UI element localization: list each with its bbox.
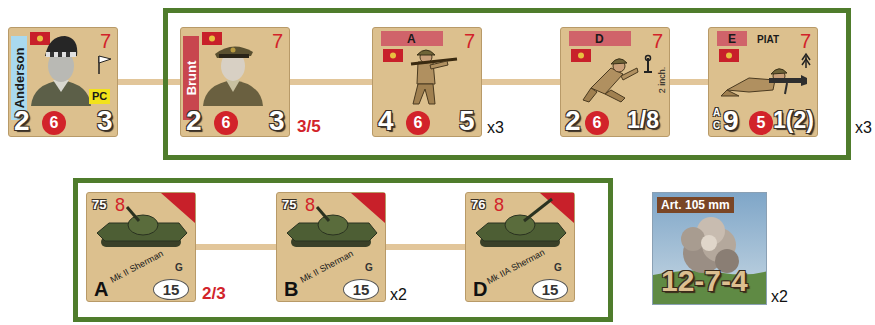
defense-value: 5 [459,107,475,135]
firepower-value: 2 [186,107,202,135]
range-value: 6 [42,111,66,135]
morale-value: 7 [100,31,111,51]
tank-model: Mk II Sherman [109,249,165,284]
multiplier-label: x2 [771,289,788,305]
defense-value: 3 [269,107,285,135]
link-line [670,79,708,85]
unit-letter: A [94,279,108,299]
artillery-card: Art. 105 mm 12-7-4 [652,192,767,305]
unit-group: 758Mk II Sherman15GA 758Mk II Sherman15G… [73,178,613,322]
armor-value: 15 [343,279,379,300]
leader-counter: Brunt 7 26 3 [180,27,290,137]
tank-counter: 75 8 Mk II Sherman15 G B [276,192,386,302]
range-value: 6 [585,111,609,135]
firepower-value: 4 [378,107,394,135]
firepower-value: 2 [565,107,581,135]
defense-value: 1/8 [627,109,659,132]
morale-value: 8 [494,196,504,214]
armor-value: 15 [532,279,568,300]
tank-model: Mk IIA Sherman [486,248,547,286]
tank-counter: 76 8 Mk IIA Sherman15 G D [465,192,575,302]
link-line [118,79,180,85]
morale-value: 7 [652,31,663,51]
link-line [196,244,276,250]
multiplier-label: x3 [487,120,504,136]
attack-values: 12-7-4 [661,266,748,296]
gun-calibre: 75 [92,198,106,211]
infantry-counter: D 7 26 1/8 2 inch. [560,27,670,137]
unit-letter: D [595,33,604,45]
morale-value: 7 [464,31,475,51]
firepower-value: 2 [14,107,30,135]
infantry-counter: E PIAT 7AC951(2) [708,27,818,137]
link-line [386,244,465,250]
gun-calibre: 75 [282,198,296,211]
tank-counter: 75 8 Mk II Sherman15 G A [86,192,196,302]
weapon-name: PIAT [757,35,779,45]
target-type: C [713,121,720,131]
tank-model: Mk II Sherman [299,249,355,284]
command-badge: PC [89,89,110,104]
multiplier-label: x2 [390,287,407,303]
gun-type: G [554,263,562,273]
morale-value: 8 [115,196,125,214]
link-line [290,79,372,85]
link-line [482,79,560,85]
unit-letter: B [284,279,298,299]
armor-value: 15 [153,279,189,300]
morale-value: 7 [272,31,283,51]
infantry-counter: A 7 46 5 [372,27,482,137]
leader-name: Brunt [185,61,198,96]
range-value: 5 [749,111,773,135]
weapon-name: 2 inch. [658,67,667,94]
defense-value: 1(2) [773,109,814,132]
leader-name: Anderson [13,48,26,109]
count-label: 2/3 [202,285,226,302]
leader-counter: Anderson 7 26 3 PC [8,27,118,137]
unit-letter: A [407,33,416,45]
morale-value: 7 [800,31,811,51]
unit-letter: D [473,279,487,299]
count-label: 3/5 [297,118,321,135]
target-type: A [713,108,720,118]
morale-value: 8 [305,196,315,214]
unit-group: Brunt7263 A7465 D7261/82 inch. [163,8,851,160]
firepower-value: 9 [723,107,739,135]
defense-value: 3 [97,107,113,135]
unit-letter: E [728,33,736,45]
card-title: Art. 105 mm [657,197,734,213]
gun-type: G [175,263,183,273]
range-value: 6 [214,111,238,135]
gun-type: G [365,263,373,273]
range-value: 6 [406,111,430,135]
multiplier-label: x3 [855,120,872,136]
gun-calibre: 76 [471,198,485,211]
